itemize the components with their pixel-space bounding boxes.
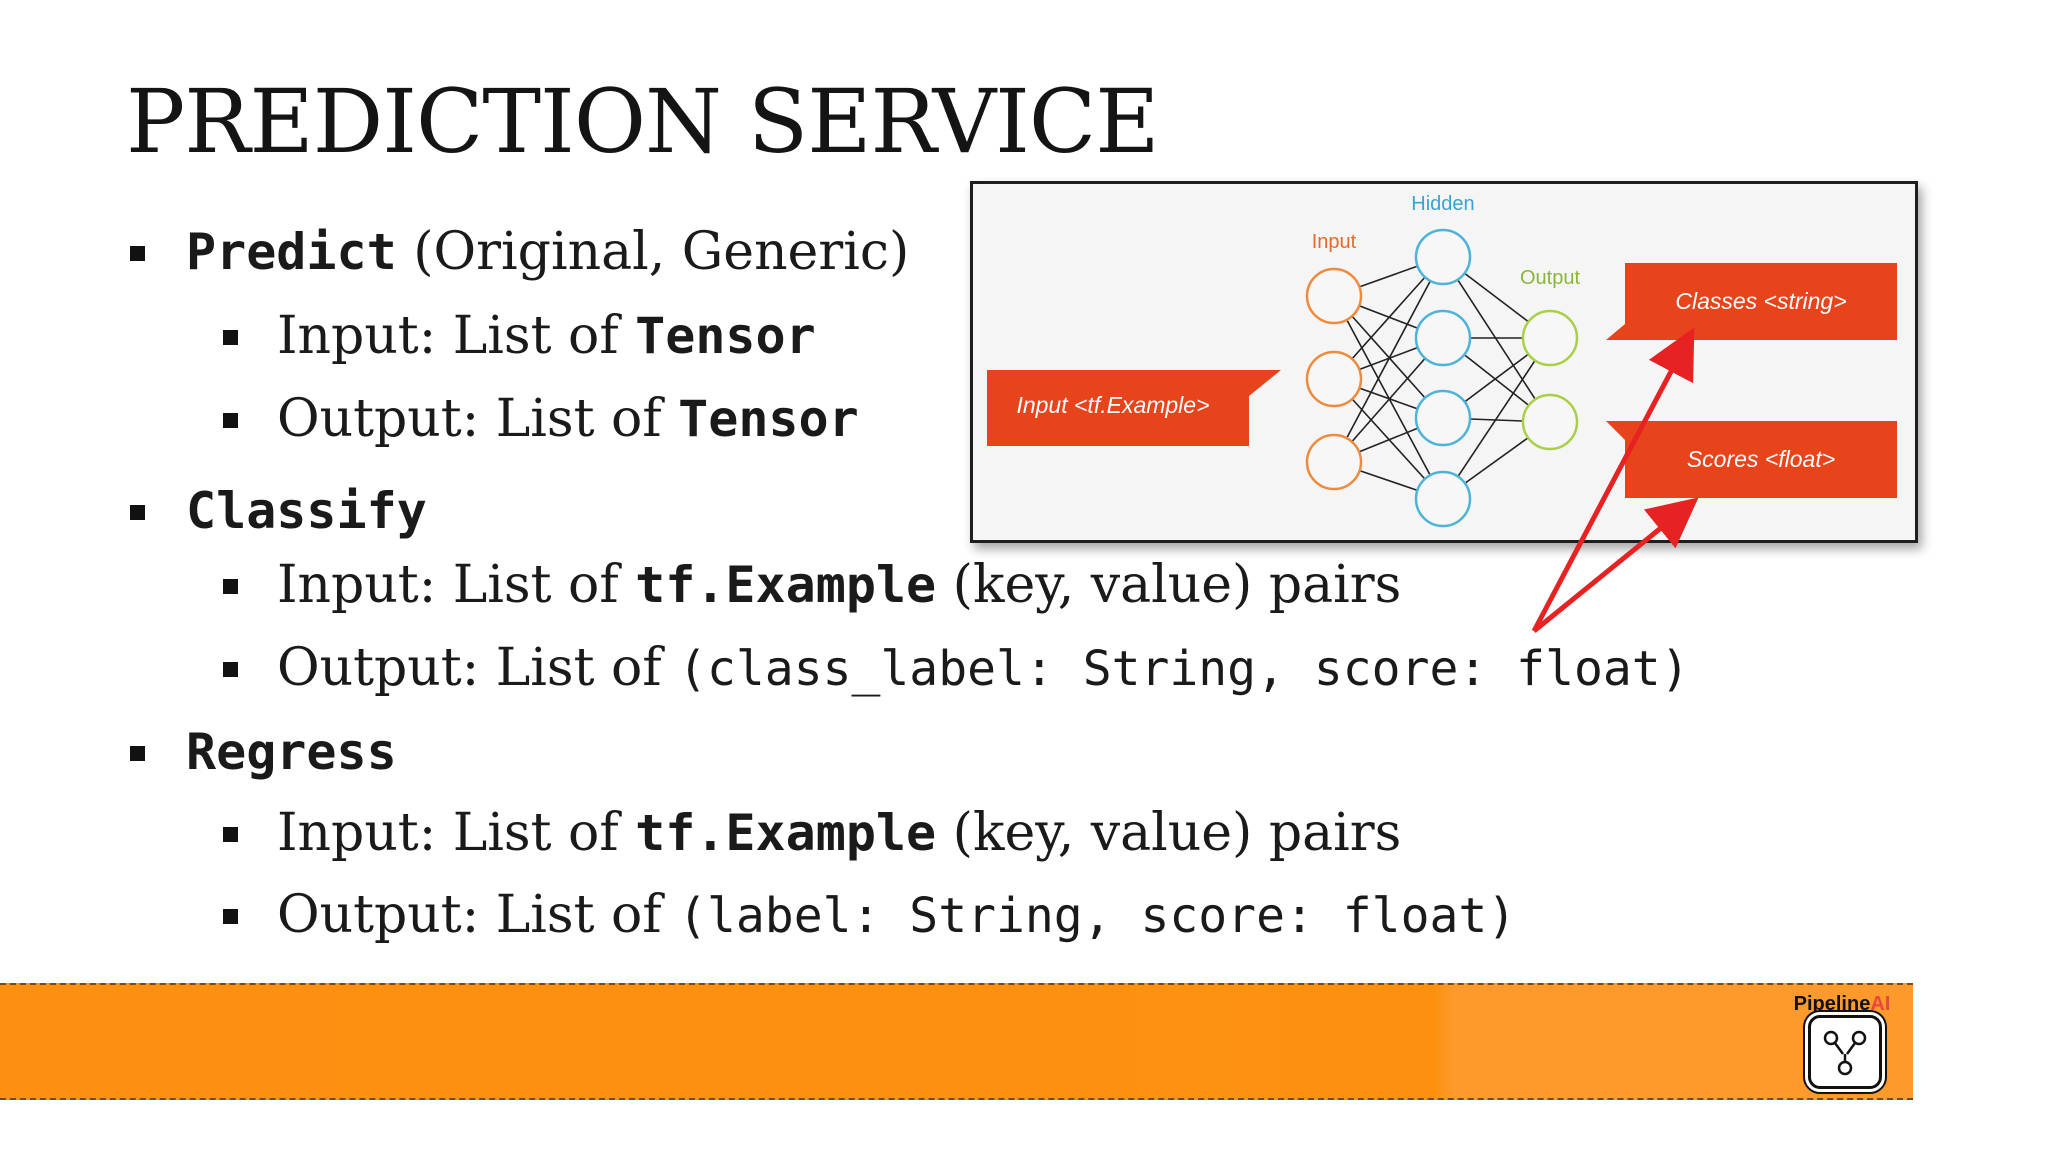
input-box-label: Input <tf.Example>: [1016, 392, 1209, 418]
item-bold: tf.Example: [635, 556, 937, 614]
input-node: [1305, 350, 1363, 408]
pipelineai-logo-icon: [1808, 1015, 1882, 1089]
predict-input: Input: List of Tensor: [223, 307, 816, 365]
item-bold: Tensor: [678, 390, 859, 448]
bullet-square: [223, 827, 238, 842]
classes-box-label: Classes <string>: [1675, 288, 1846, 314]
item-prefix: Output: List of: [277, 638, 679, 698]
item-prefix: Output: List of: [277, 885, 679, 945]
edge-hidden-output: [1457, 360, 1536, 477]
input-node: [1305, 433, 1363, 491]
item-prefix: Input: List of: [277, 306, 636, 366]
slide-title: PREDICTION SERVICE: [126, 70, 1159, 173]
logo-text-main: Pipeline: [1793, 993, 1871, 1015]
item-suffix: (key, value) pairs: [936, 803, 1402, 863]
output-node: [1521, 393, 1579, 451]
hidden-node: [1414, 389, 1472, 447]
logo-graph-icon: [1823, 1030, 1867, 1076]
edge-input-hidden: [1351, 315, 1426, 399]
bullet-predict: Predict (Original, Generic): [130, 223, 909, 281]
bullet-square: [223, 909, 238, 924]
keyword-classify: Classify: [186, 482, 427, 540]
edge-hidden-output: [1463, 354, 1530, 406]
bullet-classify: Classify: [130, 482, 427, 540]
item-prefix: Input: List of: [277, 803, 636, 863]
edge-input-hidden: [1351, 357, 1426, 443]
edge-input-hidden: [1358, 427, 1419, 453]
classify-input: Input: List of tf.Example (key, value) p…: [223, 556, 1401, 614]
item-prefix: Output: List of: [277, 389, 679, 449]
input-node: [1305, 267, 1363, 325]
layer-label-hidden: Hidden: [1411, 193, 1474, 215]
edge-input-hidden: [1351, 276, 1426, 360]
layer-label-output: Output: [1520, 267, 1580, 289]
layer-label-input: Input: [1312, 231, 1357, 253]
bullet-square: [223, 330, 238, 345]
bullet-square: [223, 662, 238, 677]
regress-output: Output: List of (label: String, score: f…: [223, 888, 1517, 944]
edge-hidden-output: [1469, 418, 1524, 422]
edge-input-hidden: [1359, 387, 1418, 410]
item-bold: Tensor: [635, 307, 816, 365]
keyword-regress: Regress: [186, 723, 397, 781]
predict-output: Output: List of Tensor: [223, 390, 859, 448]
pipelineai-logo-text: PipelineAI: [1786, 993, 1898, 1016]
bullet-square: [223, 413, 238, 428]
bullet-regress: Regress: [130, 723, 397, 781]
item-code: (label: String, score: float): [678, 888, 1517, 944]
bullet-square: [130, 246, 145, 261]
network-nodes: [1305, 228, 1579, 528]
footer-banner: [0, 983, 1913, 1100]
classify-output: Output: List of (class_label: String, sc…: [223, 641, 1690, 697]
edge-input-hidden: [1346, 319, 1431, 476]
edge-hidden-output: [1464, 437, 1529, 484]
hidden-node: [1414, 228, 1472, 286]
neural-network-diagram: Input <tf.Example> Classes <string> Scor…: [987, 193, 1897, 528]
predict-note: (Original, Generic): [413, 222, 910, 282]
logo-text-accent: AI: [1870, 993, 1891, 1015]
edge-hidden-output: [1464, 272, 1529, 323]
regress-input: Input: List of tf.Example (key, value) p…: [223, 804, 1401, 862]
hidden-node: [1414, 470, 1472, 528]
item-bold: tf.Example: [635, 804, 937, 862]
edge-input-hidden: [1345, 280, 1432, 439]
bullet-square: [223, 579, 238, 594]
classes-box: [1606, 263, 1897, 340]
edge-input-hidden: [1351, 398, 1426, 480]
edge-hidden-output: [1464, 353, 1529, 403]
bullet-square: [130, 505, 145, 520]
network-edges: [1345, 265, 1536, 492]
item-code: (class_label: String, score: float): [678, 641, 1690, 697]
scores-box-label: Scores <float>: [1687, 446, 1835, 472]
input-box: [987, 370, 1281, 446]
keyword-predict: Predict: [186, 223, 397, 281]
edge-input-hidden: [1359, 469, 1418, 492]
hidden-node: [1414, 309, 1472, 367]
edge-input-hidden: [1359, 265, 1418, 288]
item-suffix: (key, value) pairs: [936, 555, 1402, 615]
item-prefix: Input: List of: [277, 555, 636, 615]
output-node: [1521, 309, 1579, 367]
neural-network-figure: Input <tf.Example> Classes <string> Scor…: [970, 181, 1918, 543]
bullet-square: [130, 746, 145, 761]
